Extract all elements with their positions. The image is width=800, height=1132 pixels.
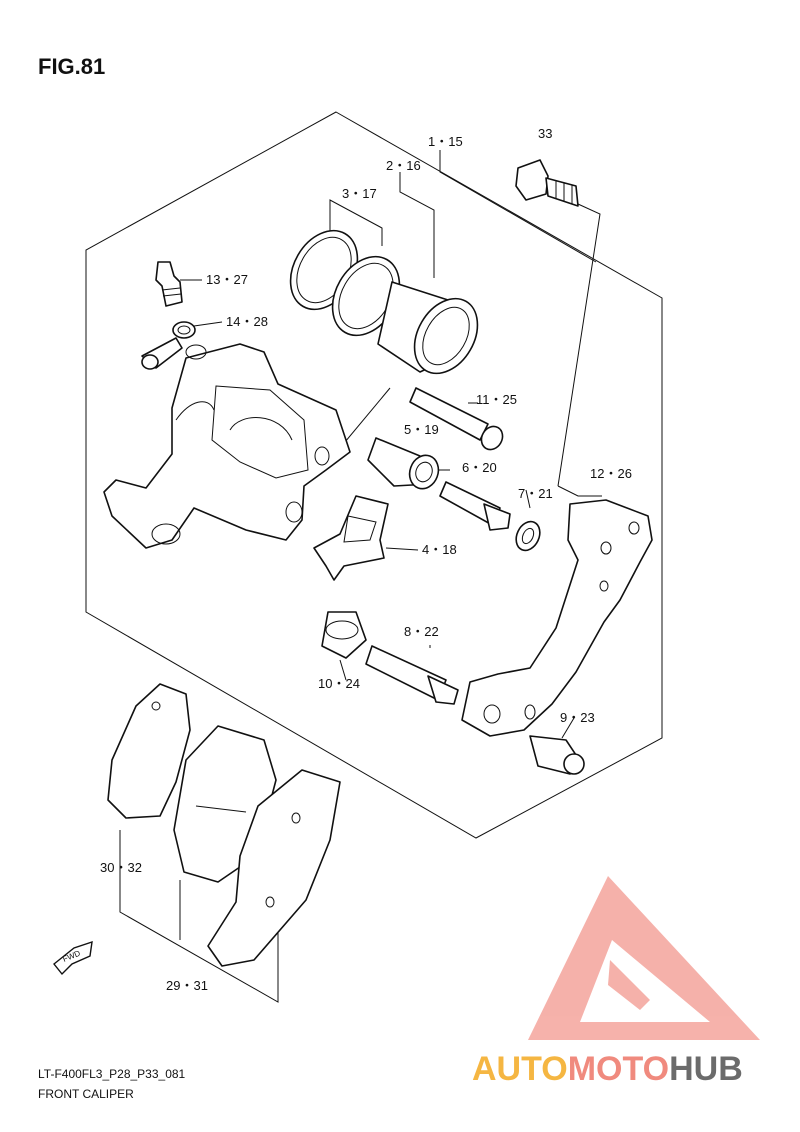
callout-9-23: 9・23 bbox=[560, 710, 595, 725]
part-cap-14 bbox=[141, 321, 196, 370]
part-boot-5 bbox=[367, 437, 440, 490]
fwd-arrow-icon: FWD bbox=[53, 940, 93, 976]
callout-3-17: 3・17 bbox=[342, 186, 377, 201]
part-bolt-33 bbox=[515, 159, 579, 207]
part-piston-2 bbox=[377, 281, 479, 375]
callout-4-18: 4・18 bbox=[422, 542, 457, 557]
part-boot-10 bbox=[321, 611, 367, 659]
callout-14-28: 14・28 bbox=[226, 314, 268, 329]
footer-model-code: LT-F400FL3_P28_P33_081 bbox=[38, 1067, 186, 1081]
part-bleeder-13 bbox=[155, 261, 183, 307]
callout-2-16: 2・16 bbox=[386, 158, 421, 173]
part-washer-7 bbox=[515, 520, 541, 552]
callout-29-31: 29・31 bbox=[166, 978, 208, 993]
part-sleeve-9 bbox=[529, 735, 585, 775]
part-pin-8 bbox=[365, 645, 459, 705]
callout-5-19: 5・19 bbox=[404, 422, 439, 437]
leader-lines bbox=[119, 150, 602, 1003]
logo-triangle bbox=[528, 876, 760, 1040]
callout-6-20: 6・20 bbox=[462, 460, 497, 475]
part-pad-spring-4 bbox=[313, 495, 389, 581]
callout-33: 33 bbox=[538, 126, 552, 141]
watermark-wordmark: AUTOMOTOHUB bbox=[472, 1050, 743, 1088]
footer-caption: FRONT CALIPER bbox=[38, 1087, 134, 1101]
callout-1-15: 1・15 bbox=[428, 134, 463, 149]
part-caliper-body bbox=[103, 343, 351, 549]
callout-8-22: 8・22 bbox=[404, 624, 439, 639]
callout-11-25: 11・25 bbox=[476, 392, 517, 407]
callout-12-26: 12・26 bbox=[590, 466, 632, 481]
wordmark-moto: MOTO bbox=[568, 1050, 669, 1088]
callout-7-21: 7・21 bbox=[518, 486, 553, 501]
watermark-logo bbox=[528, 876, 760, 1040]
part-pin-11 bbox=[409, 387, 504, 451]
wordmark-auto: AUTO bbox=[472, 1050, 568, 1088]
assembly-outline bbox=[85, 111, 663, 839]
part-seal-rings-3 bbox=[289, 229, 401, 337]
part-pin-6 bbox=[439, 481, 511, 531]
logo-inner-mark bbox=[608, 960, 650, 1010]
wordmark-hub: HUB bbox=[669, 1050, 743, 1088]
callout-10-24: 10・24 bbox=[318, 676, 360, 691]
part-bracket-12 bbox=[461, 499, 653, 737]
figure-title: FIG.81 bbox=[38, 54, 105, 79]
part-brake-pads bbox=[107, 683, 341, 967]
callout-13-27: 13・27 bbox=[206, 272, 248, 287]
callout-30-32: 30・32 bbox=[100, 860, 142, 875]
